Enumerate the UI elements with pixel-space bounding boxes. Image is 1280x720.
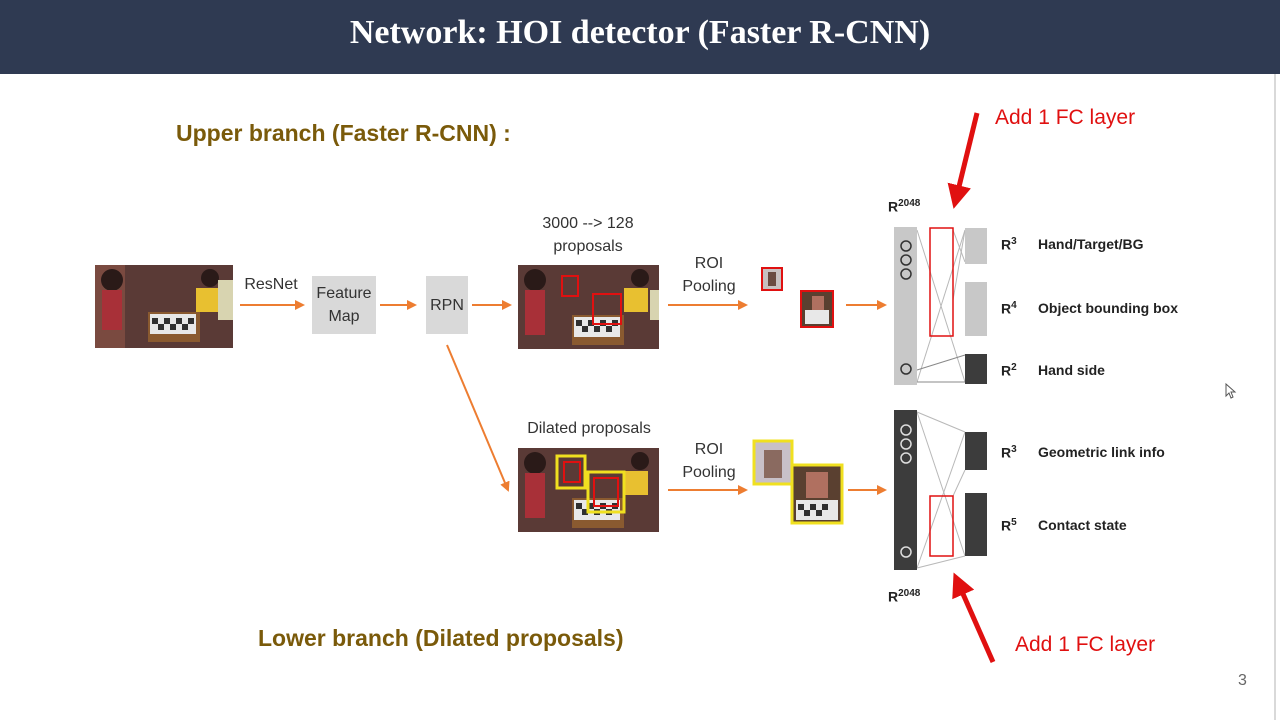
output-dim-object-bbox: R4: [1001, 300, 1017, 317]
output-dim-base: R: [1001, 236, 1012, 253]
output-dim-exp: 5: [1011, 517, 1017, 528]
mouse-cursor-icon: [1225, 382, 1237, 399]
page-number: 3: [1238, 672, 1247, 689]
dilated-proposals-image: [518, 448, 659, 532]
output-dim-exp: 3: [1011, 444, 1017, 455]
output-label-contact-state: Contact state: [1038, 517, 1127, 533]
output-dim-base: R: [1001, 362, 1012, 379]
slide-title: Network: HOI detector (Faster R-CNN): [349, 14, 931, 51]
output-dim-hand-side: R2: [1001, 362, 1017, 379]
feature-dim-upper-exp: 2048: [898, 198, 921, 209]
feature-dim-upper-base: R: [888, 198, 899, 215]
title-bar: [0, 0, 1280, 74]
feature-dim-lower-base: R: [888, 588, 899, 605]
lower-fc-network: [894, 410, 987, 570]
output-label-hand-target-bg: Hand/Target/BG: [1038, 236, 1144, 252]
pooled-crop-dilated-hand: [752, 439, 794, 486]
output-label-hand-side: Hand side: [1038, 362, 1105, 378]
resnet-label: ResNet: [244, 276, 298, 293]
output-dim-geometric-link: R3: [1001, 444, 1017, 461]
output-dim-base: R: [1001, 444, 1012, 461]
feature-dim-upper: R2048: [888, 198, 920, 215]
output-label-object-bbox: Object bounding box: [1038, 300, 1178, 316]
feature-map-box: Feature Map: [312, 276, 376, 334]
fc-annotation-upper: Add 1 FC layer: [995, 106, 1136, 129]
pooled-crop-hand: [761, 267, 783, 291]
roi-pooling-label-lower: ROI Pooling: [682, 441, 736, 481]
feature-dim-lower-exp: 2048: [898, 588, 921, 599]
red-arrow-lower-fc: [952, 572, 996, 664]
proposals-label: 3000 --> 128 proposals: [542, 215, 634, 255]
lower-branch-heading: Lower branch (Dilated proposals): [258, 625, 624, 651]
pooled-crop-dilated-object: [790, 463, 844, 525]
dilated-proposals-label: Dilated proposals: [527, 420, 651, 437]
upper-fc-network: [894, 227, 987, 385]
output-dim-base: R: [1001, 300, 1012, 317]
rpn-box: RPN: [426, 276, 468, 334]
feature-dim-lower: R2048: [888, 588, 920, 605]
red-arrow-upper-fc: [947, 112, 980, 209]
output-dim-exp: 4: [1011, 300, 1017, 311]
upper-branch-heading: Upper branch (Faster R-CNN) :: [176, 120, 511, 146]
proposals-image: [518, 265, 659, 349]
output-dim-contact-state: R5: [1001, 517, 1017, 534]
output-dim-hand-target-bg: R3: [1001, 236, 1017, 253]
output-dim-exp: 3: [1011, 236, 1017, 247]
output-dim-exp: 2: [1011, 362, 1017, 373]
output-label-geometric-link: Geometric link info: [1038, 444, 1165, 460]
slide-edge-divider: [1274, 74, 1276, 720]
input-image: [95, 265, 233, 348]
rpn-label: RPN: [430, 296, 464, 314]
pooled-crop-object: [800, 290, 834, 328]
arrow-rpn-to-dilated: [446, 344, 510, 492]
fc-annotation-lower: Add 1 FC layer: [1015, 633, 1156, 656]
roi-pooling-label-upper: ROI Pooling: [682, 255, 736, 295]
feature-map-label: Feature Map: [316, 285, 372, 325]
output-dim-base: R: [1001, 517, 1012, 534]
